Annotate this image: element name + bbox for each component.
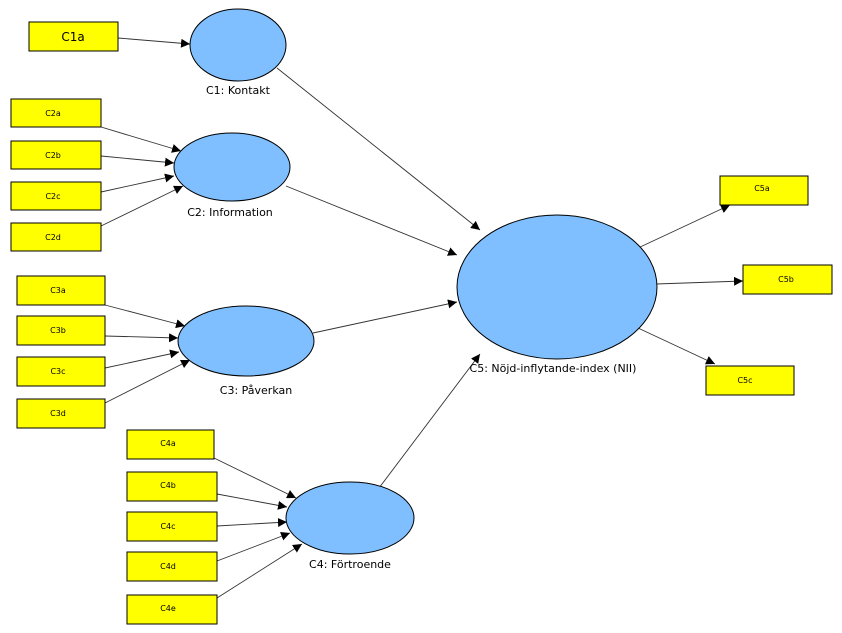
latent-c3-label: C3: Påverkan — [220, 384, 292, 397]
edge-c3c-c3 — [104, 349, 180, 369]
edge-c2a-c2 — [100, 126, 182, 153]
indicator-c4e[interactable]: C4e — [126, 594, 218, 625]
indicator-c2c[interactable]: C2c — [10, 181, 102, 211]
indicator-c5b[interactable]: C5b — [742, 264, 833, 295]
latent-c5[interactable]: C5: Nöjd-inflytande-index (NII) — [456, 214, 658, 375]
indicator-c2d[interactable]: C2d — [10, 222, 102, 252]
edge-c3a-c3 — [104, 304, 186, 329]
latent-c4-label: C4: Förtroende — [309, 558, 391, 571]
indicator-c5a-label: C5a — [754, 184, 770, 193]
indicator-c2a[interactable]: C2a — [10, 98, 102, 128]
indicator-c1a[interactable]: C1a — [28, 21, 119, 52]
indicator-c5c-label: C5c — [737, 376, 752, 385]
indicator-c4e-label: C4e — [160, 604, 176, 613]
indicator-c1a-label: C1a — [61, 30, 84, 44]
edge-c5-c5a — [637, 204, 731, 249]
indicator-c3a-label: C3a — [50, 286, 66, 295]
indicator-c4c-label: C4c — [160, 522, 175, 531]
edge-c3b-c3 — [104, 333, 179, 343]
edge-c2-c5 — [285, 185, 458, 256]
indicator-c3b[interactable]: C3b — [16, 315, 106, 346]
indicator-c4a[interactable]: C4a — [126, 429, 215, 460]
indicator-c2b[interactable]: C2b — [10, 140, 102, 170]
latent-c3[interactable]: C3: Påverkan — [177, 305, 315, 397]
indicator-c3c[interactable]: C3c — [16, 356, 106, 387]
edge-c3-c5 — [312, 299, 458, 334]
edge-c2c-c2 — [100, 173, 175, 193]
indicator-c2c-label: C2c — [45, 192, 60, 201]
latent-c2-label: C2: Information — [187, 206, 273, 219]
edge-c4d-c4 — [216, 532, 291, 562]
indicator-c4c[interactable]: C4c — [126, 511, 218, 542]
indicator-c5a[interactable]: C5a — [719, 175, 809, 206]
latent-c1-label: C1: Kontakt — [206, 84, 271, 97]
latent-c5-label: C5: Nöjd-inflytande-index (NII) — [470, 362, 637, 375]
edge-c5-c5b — [655, 276, 744, 286]
indicator-c5b-label: C5b — [778, 275, 794, 284]
edge-c4e-c4 — [216, 543, 303, 599]
edge-c1a-c1 — [117, 37, 191, 48]
indicator-c3a[interactable]: C3a — [16, 275, 106, 306]
indicator-c4b[interactable]: C4b — [126, 471, 218, 502]
edge-c4-c5 — [378, 353, 481, 489]
latent-c1[interactable]: C1: Kontakt — [189, 8, 287, 97]
indicator-c2b-label: C2b — [45, 151, 61, 160]
indicator-c5c[interactable]: C5c — [705, 365, 795, 396]
indicator-c4d[interactable]: C4d — [126, 551, 218, 582]
edge-c4a-c4 — [213, 457, 297, 499]
indicator-c2d-label: C2d — [45, 233, 61, 242]
edge-c5-c5c — [637, 327, 716, 365]
edge-c3d-c3 — [104, 359, 191, 404]
edge-c1-c5 — [276, 67, 481, 231]
edge-c4c-c4 — [216, 518, 288, 528]
latent-c4[interactable]: C4: Förtroende — [285, 481, 415, 571]
indicator-c3b-label: C3b — [50, 326, 66, 335]
indicator-c4a-label: C4a — [160, 439, 176, 448]
latent-c2[interactable]: C2: Information — [173, 132, 291, 219]
edge-c4b-c4 — [216, 493, 288, 510]
indicator-c2a-label: C2a — [45, 109, 61, 118]
indicator-c4b-label: C4b — [160, 481, 176, 490]
edges — [100, 37, 744, 599]
edge-c2d-c2 — [100, 185, 184, 227]
indicator-c3d[interactable]: C3d — [16, 398, 106, 429]
indicator-c3c-label: C3c — [50, 367, 65, 376]
indicator-c3d-label: C3d — [50, 409, 66, 418]
indicator-c4d-label: C4d — [160, 562, 176, 571]
edge-c2b-c2 — [100, 155, 175, 167]
